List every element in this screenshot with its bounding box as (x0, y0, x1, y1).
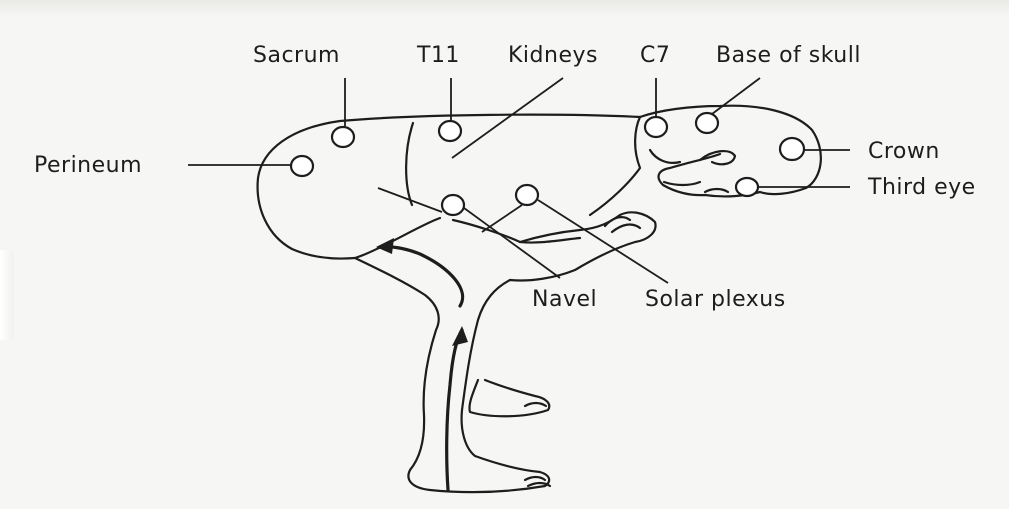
abdomen-outline (453, 220, 580, 243)
label-base-of-skull: Base of skull (716, 43, 861, 69)
point-t11 (439, 121, 461, 141)
label-c7: C7 (640, 43, 670, 69)
point-crown (780, 138, 804, 160)
label-perineum: Perineum (34, 153, 142, 179)
label-third-eye: Third eye (868, 175, 976, 201)
arrowhead-thigh (376, 238, 394, 254)
label-kidneys: Kidneys (508, 43, 598, 69)
arm-outline (510, 212, 656, 280)
point-base-of-skull (696, 113, 718, 133)
label-navel: Navel (532, 287, 597, 313)
leader-kidneys (452, 78, 563, 158)
hairline (650, 150, 680, 163)
point-third-eye (736, 178, 758, 196)
back-leg-outline (469, 380, 549, 416)
label-sacrum: Sacrum (253, 43, 340, 69)
point-solar-plexus (516, 185, 538, 205)
point-c7 (645, 117, 667, 137)
leader-pointer-torso (378, 188, 442, 212)
leg-energy-arrow (447, 330, 462, 490)
leader-pointer-arm (482, 205, 522, 232)
point-navel (442, 195, 464, 215)
leader-navel (464, 208, 560, 278)
label-solar-plexus: Solar plexus (645, 287, 786, 313)
hand-fingers (605, 217, 640, 232)
point-sacrum (332, 127, 354, 147)
arrowhead-leg (452, 326, 468, 346)
point-perineum (291, 156, 313, 176)
chest-outline (590, 117, 640, 215)
label-crown: Crown (868, 139, 940, 165)
leader-base-of-skull (712, 78, 760, 114)
shirt-seam (406, 123, 413, 205)
label-t11: T11 (417, 43, 460, 69)
